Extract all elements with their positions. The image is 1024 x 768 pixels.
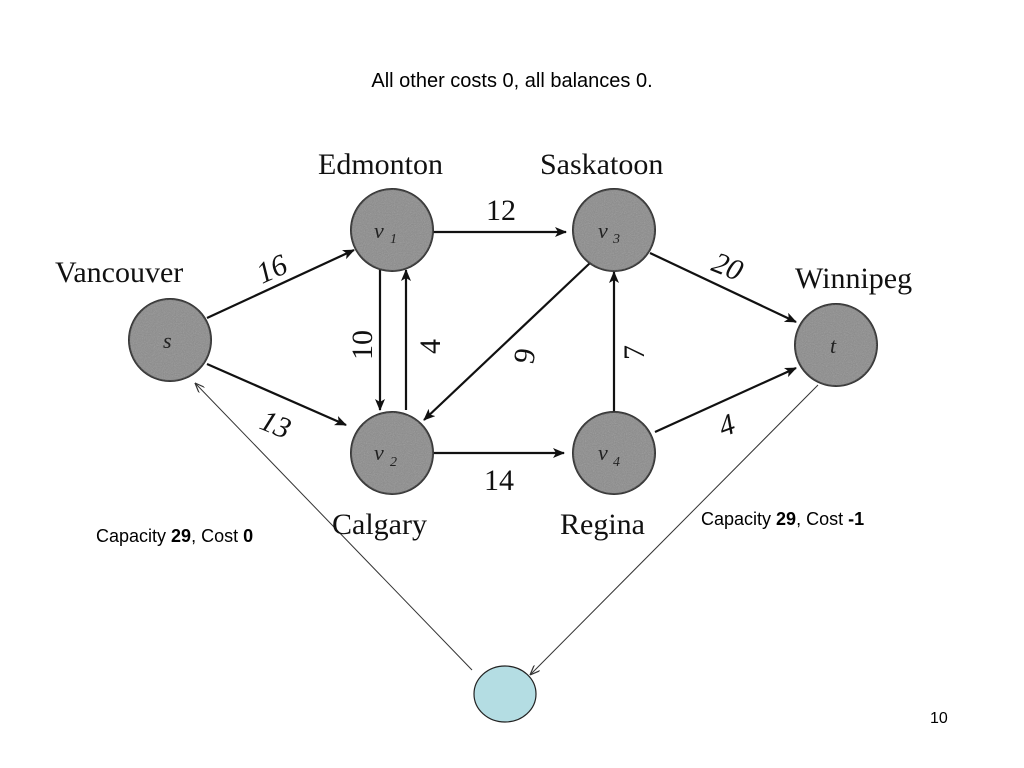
city-label-calgary: Calgary — [332, 508, 427, 541]
node-s: s — [128, 298, 212, 382]
capacity-v3-v2: 9 — [507, 346, 542, 367]
annotation-left-mid: , Cost — [191, 526, 244, 546]
node-label-v2: v — [374, 440, 384, 465]
node-v4: v 4 — [572, 411, 656, 495]
edges — [206, 227, 797, 458]
edge-v3-v2 — [423, 262, 591, 421]
node-label-t: t — [830, 333, 837, 358]
edge-t-extra — [530, 384, 819, 675]
page-number: 10 — [930, 710, 948, 727]
extra-node — [473, 665, 537, 723]
annotation-right-mid: , Cost — [796, 509, 849, 529]
capacity-v4-t: 4 — [714, 407, 739, 443]
annotation-left-cost: 0 — [243, 526, 254, 546]
node-label-v3: v — [598, 218, 608, 243]
capacity-v4-v3: 7 — [618, 345, 651, 360]
annotation-left-capacity: 29 — [171, 526, 192, 546]
edge-v3-t — [649, 252, 797, 323]
edge-s-v2 — [206, 362, 347, 427]
annotation-left: Capacity 29, Cost 0 — [96, 526, 253, 547]
capacity-v1-v2: 10 — [346, 330, 379, 360]
capacity-v1-v3: 12 — [486, 194, 516, 227]
annotation-right: Capacity 29, Cost -1 — [701, 509, 864, 530]
edge-s-v1 — [206, 249, 355, 319]
node-v2: v 2 — [350, 411, 434, 495]
annotation-right-capacity: 29 — [776, 509, 797, 529]
capacity-v2-v1: 4 — [414, 339, 447, 354]
node-t: t — [794, 303, 878, 387]
city-label-vancouver: Vancouver — [55, 256, 183, 289]
annotation-right-cost: -1 — [848, 509, 865, 529]
node-sub-v4: 4 — [613, 455, 620, 470]
city-label-regina: Regina — [560, 508, 645, 541]
extra-edges — [195, 383, 819, 675]
capacity-v2-v4: 14 — [484, 464, 514, 497]
node-sub-v1: 1 — [390, 232, 397, 247]
node-label-v1: v — [374, 218, 384, 243]
slide-title: All other costs 0, all balances 0. — [371, 70, 653, 92]
city-label-winnipeg: Winnipeg — [795, 262, 912, 295]
annotation-right-prefix: Capacity — [701, 509, 777, 529]
capacity-s-v2: 13 — [255, 404, 295, 446]
annotation-left-prefix: Capacity — [96, 526, 172, 546]
edge-v4-t — [654, 366, 797, 434]
capacity-v3-t: 20 — [707, 246, 747, 288]
node-label-v4: v — [598, 440, 608, 465]
node-label-s: s — [163, 328, 172, 353]
capacity-s-v1: 16 — [251, 248, 292, 290]
node-sub-v3: 3 — [612, 232, 620, 247]
node-v3: v 3 — [572, 188, 656, 272]
node-v1: v 1 — [350, 188, 434, 272]
city-label-edmonton: Edmonton — [318, 148, 443, 181]
node-sub-v2: 2 — [390, 455, 397, 470]
edge-extra-s — [195, 383, 473, 671]
city-label-saskatoon: Saskatoon — [540, 148, 663, 181]
